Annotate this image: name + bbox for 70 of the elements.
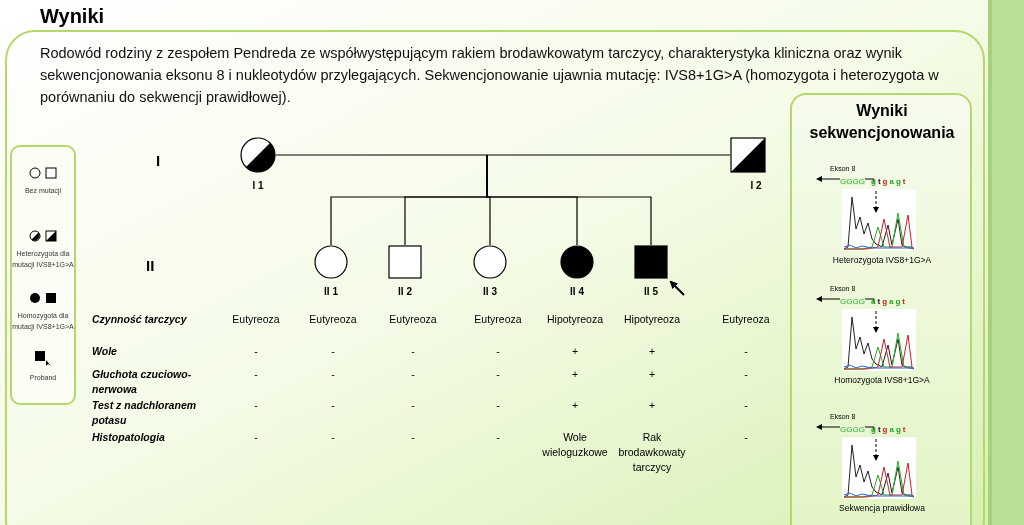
row-header: Wole — [92, 344, 118, 359]
table-cell-text: - — [330, 430, 336, 445]
table-cell-text: + — [570, 344, 580, 359]
proband-arrow — [669, 280, 685, 296]
generation-label: I — [156, 151, 161, 171]
title: Wyniki — [40, 4, 105, 29]
sequence-text: atgagt — [871, 298, 908, 306]
table-cell-text: - — [495, 430, 501, 445]
table-cell-text: - — [743, 398, 749, 413]
table-cell-text: - — [330, 367, 336, 382]
table-cell-text: - — [743, 367, 749, 382]
table-cell-text: + — [647, 367, 657, 382]
table-cell-text: - — [253, 367, 259, 382]
sequence-text: GGGG — [840, 426, 865, 434]
female-symbol — [473, 245, 507, 279]
individual-label: II 5 — [643, 285, 659, 299]
individual-label: I 1 — [251, 179, 265, 193]
table-cell-text: - — [410, 430, 416, 445]
row-header: Histopatologia — [92, 430, 166, 445]
individual-label: I 2 — [749, 179, 763, 193]
chromatogram-caption: Sekwencja prawidłowa — [838, 503, 926, 514]
table-cell-text: + — [647, 344, 657, 359]
table-cell-text: - — [410, 344, 416, 359]
female-symbol — [240, 137, 276, 173]
table-cell-text: - — [495, 367, 501, 382]
individual-label: II 3 — [482, 285, 498, 299]
table-cell-text: - — [253, 430, 259, 445]
pedigree-line — [275, 154, 731, 156]
table-cell-text: - — [743, 344, 749, 359]
table-cell-text: Eutyreoza — [308, 312, 358, 327]
individual-label: II 4 — [569, 285, 585, 299]
table-cell-text: Hipotyreoza — [623, 312, 681, 327]
table-cell-text: - — [743, 430, 749, 445]
row-header: Test z nadchloranem potasu — [92, 398, 198, 428]
table-cell-text: Hipotyreoza — [546, 312, 604, 327]
table-cell-text: + — [570, 398, 580, 413]
generation-label: II — [146, 256, 155, 276]
table-cell: Rak brodawkowaty tarczycy — [618, 430, 686, 475]
female-symbol — [314, 245, 348, 279]
table-cell-text: - — [495, 344, 501, 359]
table-cell-text: Eutyreoza — [473, 312, 523, 327]
table-cell-text: + — [647, 398, 657, 413]
table-cell: Wole wieloguzkowe — [541, 430, 609, 460]
table-cell-text: + — [570, 367, 580, 382]
female-symbol — [560, 245, 594, 279]
male-symbol — [388, 245, 422, 279]
table-cell-text: Eutyreoza — [231, 312, 281, 327]
table-cell-text: - — [495, 398, 501, 413]
table-cell-text: Eutyreoza — [721, 312, 771, 327]
table-cell-text: Eutyreoza — [388, 312, 438, 327]
table-cell-text: - — [330, 398, 336, 413]
table-cell-text: - — [253, 398, 259, 413]
sequence-text: gtgagt — [871, 178, 908, 186]
pedigree-line — [486, 154, 652, 246]
sequence-text: GGGG — [840, 178, 865, 186]
individual-label: II 2 — [397, 285, 413, 299]
sequence-text: GGGG — [840, 298, 865, 306]
row-header: Czynność tarczycy — [92, 312, 188, 327]
individual-label: II 1 — [323, 285, 339, 299]
chromatogram-caption: Heterozygota IVS8+1G>A — [831, 255, 933, 266]
male-symbol — [730, 137, 766, 173]
results-panel — [790, 93, 972, 525]
male-symbol — [634, 245, 668, 279]
sequence-text: gtgagt — [871, 426, 908, 434]
table-cell-text: - — [330, 344, 336, 359]
chromatogram-caption: Homozygota IVS8+1G>A — [833, 375, 931, 386]
table-cell-text: - — [253, 344, 259, 359]
table-cell-text: - — [410, 367, 416, 382]
row-header: Głuchota czuciowo-nerwowa — [92, 367, 193, 397]
table-cell-text: - — [410, 398, 416, 413]
